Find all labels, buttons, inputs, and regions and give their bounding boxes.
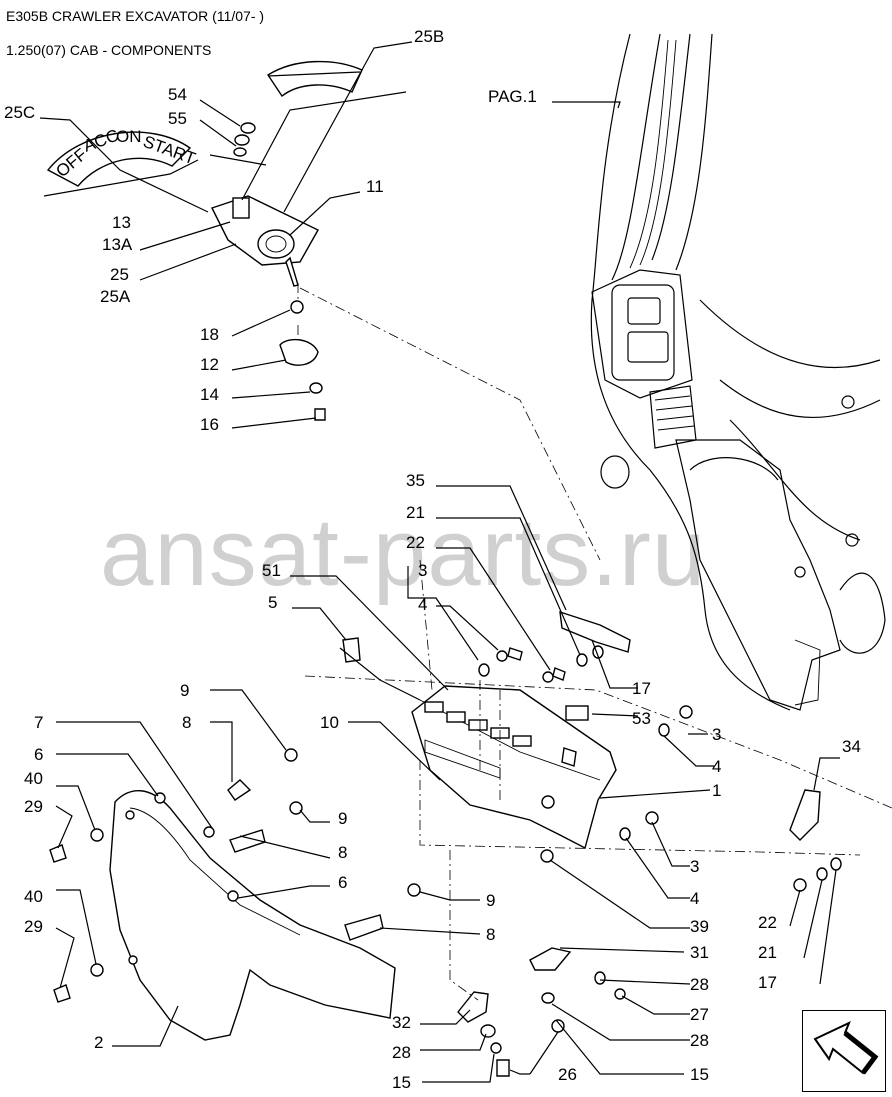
callout-25a: 25A [100, 287, 131, 306]
o-rings-54-55 [233, 122, 256, 157]
callout-34: 34 [842, 737, 861, 756]
callout-26: 26 [558, 1065, 577, 1084]
callout-27: 27 [690, 1005, 709, 1024]
callout-21-lower: 21 [758, 943, 777, 962]
callout-3-lower: 3 [690, 857, 699, 876]
callout-4-upper: 4 [418, 595, 427, 614]
callout-15-right: 15 [690, 1065, 709, 1084]
callout-54: 54 [168, 85, 187, 104]
callout-4-lower: 4 [690, 889, 699, 908]
callout-25: 25 [110, 265, 129, 284]
callout-3-upper: 3 [418, 561, 427, 580]
callout-pag1: PAG.1 [488, 87, 537, 106]
fasteners [49, 645, 842, 1077]
model-title: E305B CRAWLER EXCAVATOR (11/07- ) [6, 8, 265, 24]
small-parts-12-18 [279, 300, 326, 421]
callout-28-left: 28 [392, 1043, 411, 1062]
callout-1: 1 [712, 781, 721, 800]
callout-32: 32 [392, 1013, 411, 1032]
arrow-icon [813, 1021, 879, 1075]
callout-22-upper: 22 [406, 533, 425, 552]
callout-35: 35 [406, 471, 425, 490]
leader-lines [39, 41, 840, 1083]
callout-6-lower: 6 [338, 873, 347, 892]
callout-55: 55 [168, 109, 187, 128]
callout-21-upper: 21 [406, 503, 425, 522]
callout-18: 18 [200, 325, 219, 344]
callout-16: 16 [200, 415, 219, 434]
section-title: 1.250(07) CAB - COMPONENTS [6, 42, 212, 58]
callout-25b: 25B [414, 27, 444, 46]
callout-8-middle: 8 [338, 843, 347, 862]
callout-29-lower: 29 [24, 917, 43, 936]
callout-14: 14 [200, 385, 219, 404]
callout-40-lower: 40 [24, 887, 43, 906]
callout-9-middle: 9 [338, 809, 347, 828]
callout-25c: 25C [4, 103, 35, 122]
callout-29-upper: 29 [24, 797, 43, 816]
centre-lines [297, 283, 892, 1001]
callout-39: 39 [690, 917, 709, 936]
switch-53 [565, 705, 589, 721]
plate-text-on: ON [116, 127, 142, 146]
callout-8-lower: 8 [486, 925, 495, 944]
callout-9-upper: 9 [180, 681, 189, 700]
callout-6-upper: 6 [34, 745, 43, 764]
callout-3-right: 3 [712, 725, 721, 744]
ignition-console-25 [211, 195, 319, 287]
callout-22-lower: 22 [758, 913, 777, 932]
callout-13: 13 [112, 213, 131, 232]
callout-28-lower: 28 [690, 1031, 709, 1050]
callout-7: 7 [34, 713, 43, 732]
callout-labels: 25B 54 55 25C 11 13 13A 25 25A 18 12 14 … [4, 27, 861, 1092]
callout-51: 51 [262, 561, 281, 580]
callout-10: 10 [320, 713, 339, 732]
callout-15-left: 15 [392, 1073, 411, 1092]
callout-13a: 13A [102, 235, 133, 254]
clip-5 [342, 637, 361, 663]
callout-31: 31 [690, 943, 709, 962]
callout-4-right: 4 [712, 757, 721, 776]
callout-17-lower: 17 [758, 973, 777, 992]
ignition-cover-25b [267, 60, 363, 98]
callout-5: 5 [268, 593, 277, 612]
watermark: ansat-parts.ru [100, 499, 707, 606]
side-panel-2 [109, 789, 396, 1041]
bracket-31 [529, 947, 572, 971]
callout-17-upper: 17 [632, 679, 651, 698]
callout-12: 12 [200, 355, 219, 374]
ignition-plate-25c: OFF ACC ON START [46, 126, 198, 187]
callout-2: 2 [94, 1033, 103, 1052]
bracket-35 [559, 610, 631, 653]
console-panel-10 [411, 685, 617, 850]
callout-11: 11 [366, 177, 384, 196]
bracket-34 [789, 789, 821, 841]
cab-frame [590, 33, 886, 711]
next-page-button[interactable] [802, 1010, 886, 1092]
callout-9-lower: 9 [486, 891, 495, 910]
callout-28-right: 28 [690, 975, 709, 994]
callout-53: 53 [632, 709, 651, 728]
callout-40-upper: 40 [24, 769, 43, 788]
callout-8-upper: 8 [182, 713, 191, 732]
